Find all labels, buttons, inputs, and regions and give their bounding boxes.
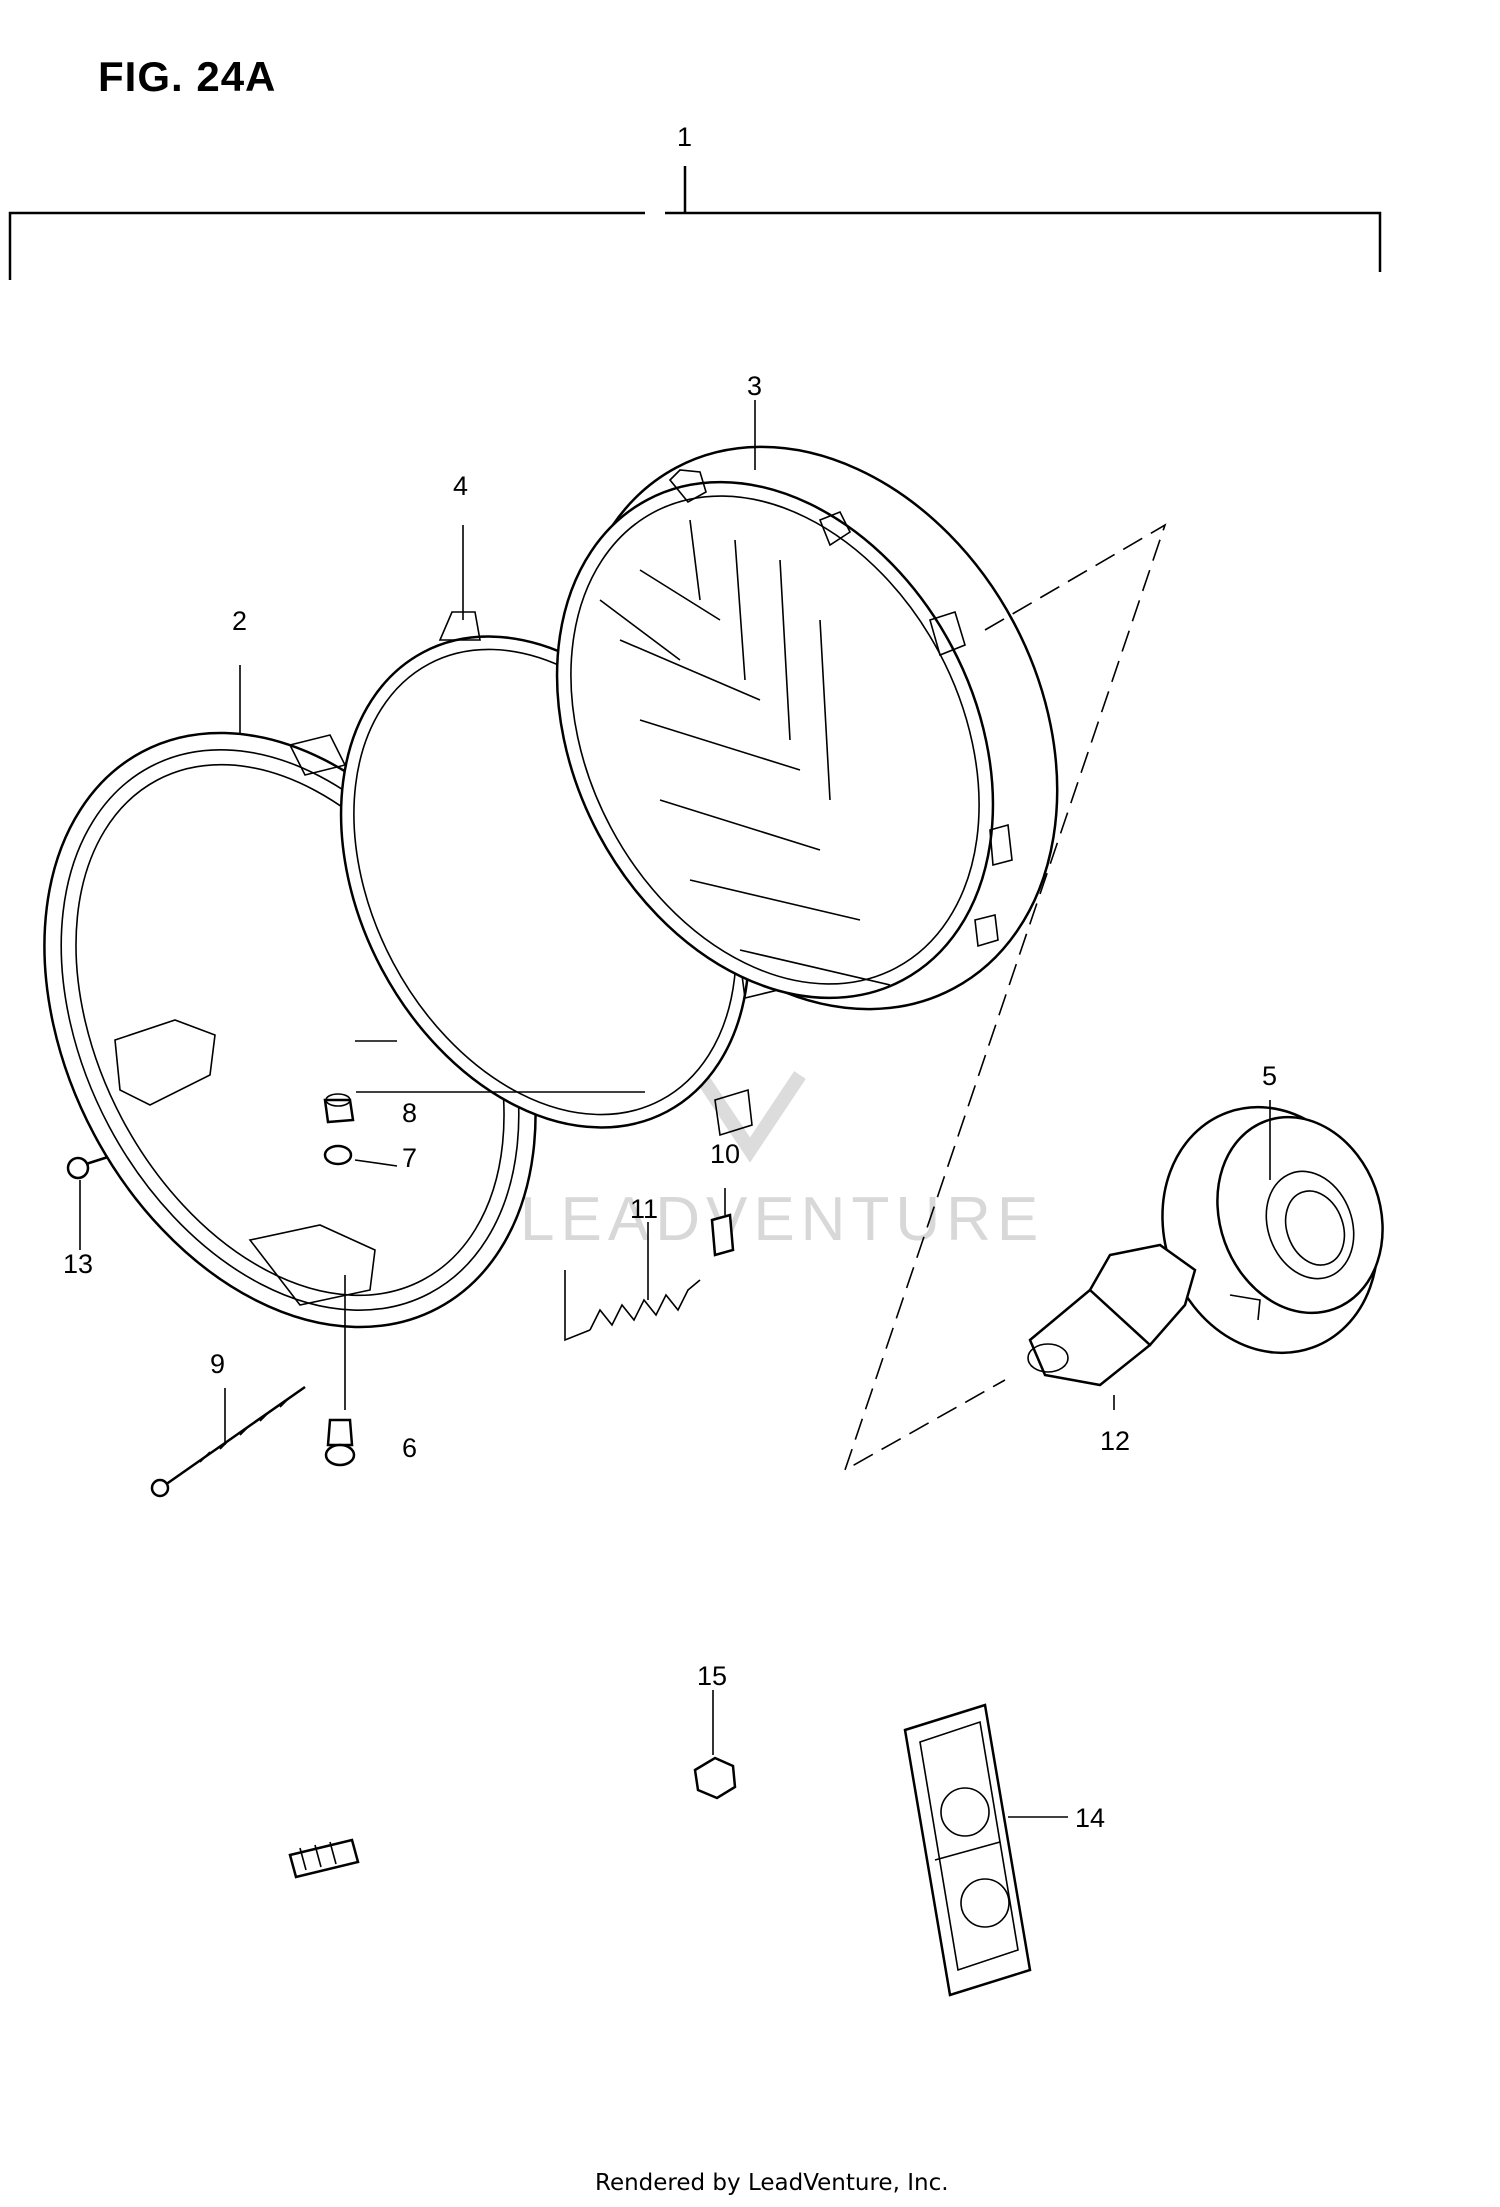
callout-1: 1: [677, 122, 692, 152]
callout-12: 12: [1100, 1426, 1130, 1456]
callouts: 1 2 3 4 5 6 7 8 9 10 11 12 13 14 15: [63, 122, 1277, 1833]
callout-3: 3: [747, 371, 762, 401]
assembly-bracket: [8, 166, 1382, 280]
adjusting-screw-9: [150, 1385, 306, 1498]
callout-14: 14: [1075, 1803, 1105, 1833]
reflector-14: [903, 1703, 1032, 1997]
callout-2: 2: [232, 606, 247, 636]
footer-credit: Rendered by LeadVenture, Inc.: [595, 2170, 949, 2196]
clip-10: [710, 1213, 735, 1257]
callout-13: 13: [63, 1249, 93, 1279]
washer-7: [323, 1144, 353, 1166]
callout-4: 4: [453, 471, 468, 501]
spring-11: [564, 1270, 701, 1342]
headlight-lens-unit: [555, 445, 1059, 1011]
headlight-bulb: [1027, 1243, 1197, 1387]
svg-text:LEADVENTURE: LEADVENTURE: [520, 1185, 1044, 1254]
watermark: LEADVENTURE: [520, 1071, 1044, 1254]
callout-8: 8: [402, 1098, 417, 1128]
callout-15: 15: [697, 1661, 727, 1691]
small-clip: [288, 1838, 360, 1879]
callout-10: 10: [710, 1139, 740, 1169]
callout-5: 5: [1262, 1061, 1277, 1091]
callout-7: 7: [402, 1143, 417, 1173]
bolt-6: [324, 1418, 356, 1467]
callout-6: 6: [402, 1433, 417, 1463]
leader-lines: [79, 400, 1271, 1818]
assembly-guide-lines: [843, 523, 1167, 1472]
screw-13: [66, 1155, 109, 1180]
nut-8: [323, 1093, 355, 1124]
nut-15: [693, 1756, 737, 1800]
figure-title: FIG. 24A: [98, 53, 276, 100]
callout-9: 9: [210, 1349, 225, 1379]
callout-11: 11: [630, 1194, 658, 1224]
